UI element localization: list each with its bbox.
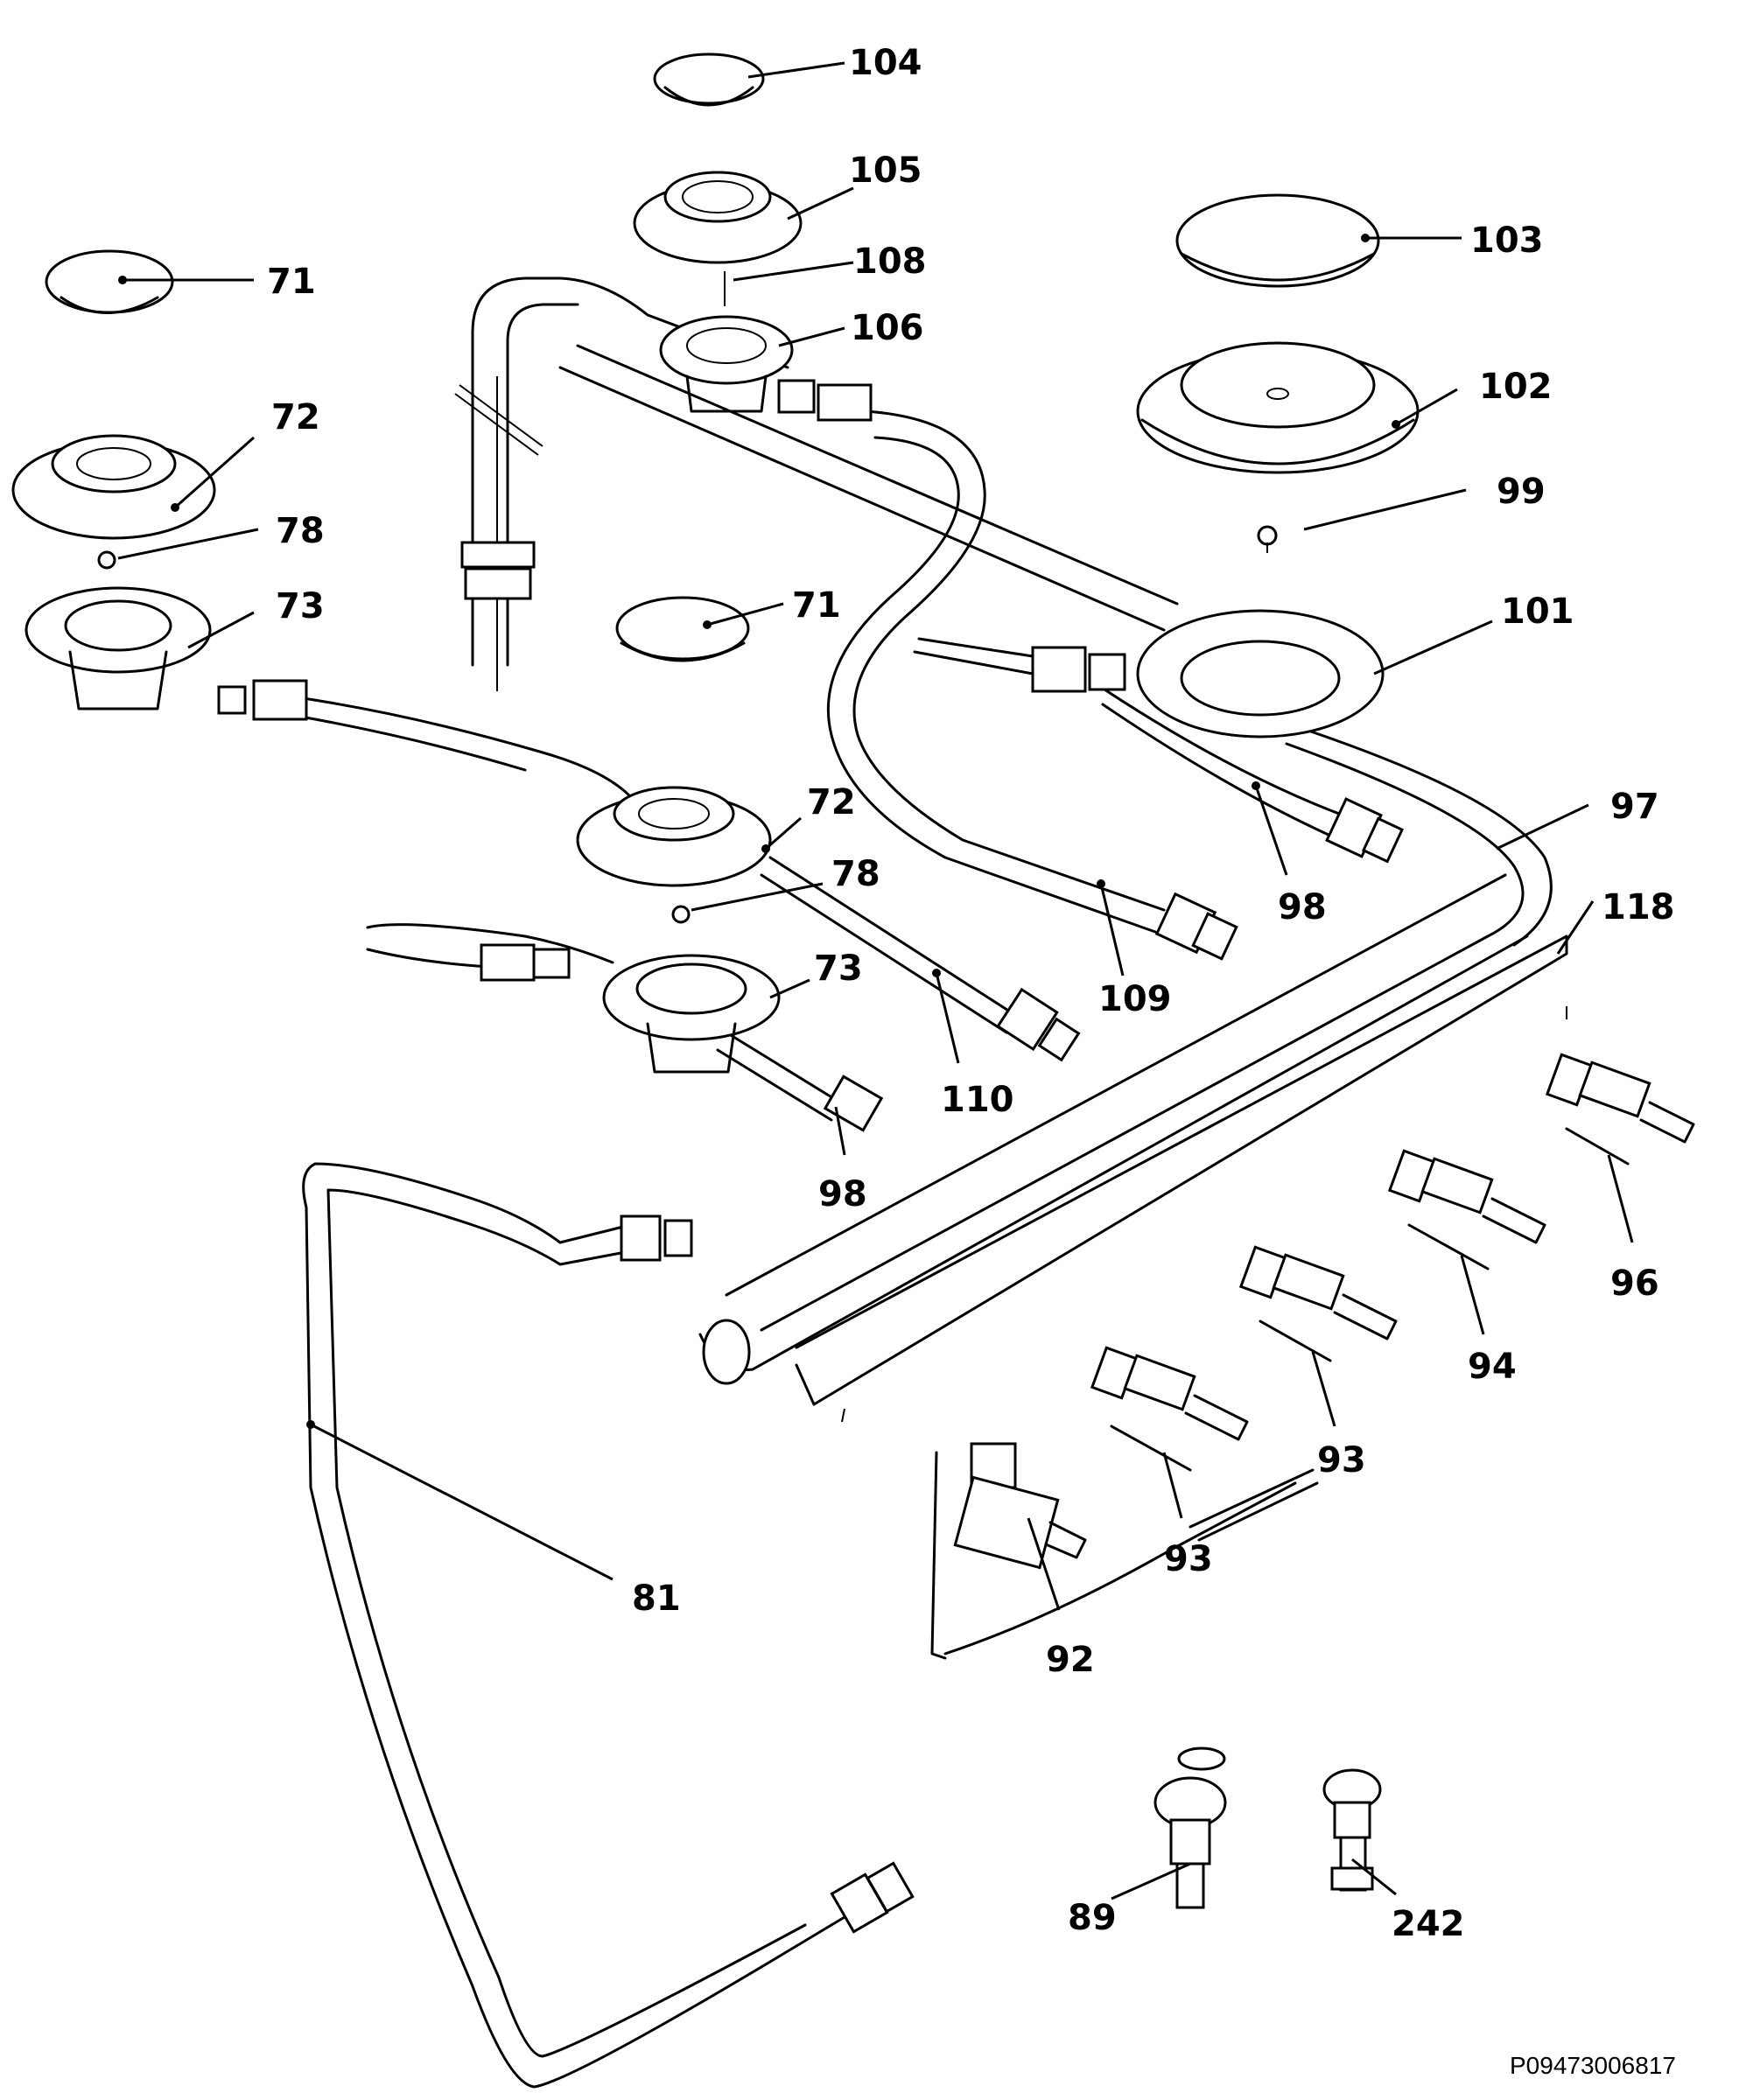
callout-94: 94: [1460, 1255, 1517, 1387]
svg-text:103: 103: [1470, 220, 1544, 261]
callout-101: 101: [1373, 592, 1574, 676]
gas-tubing: [217, 276, 1553, 2089]
gas-tap-93-lower: [1090, 1346, 1249, 1472]
callout-97: 97: [1496, 787, 1659, 850]
svg-text:98: 98: [818, 1174, 867, 1214]
callout-98-lower: 98: [818, 1106, 867, 1214]
callout-93-lower: 93: [1162, 1452, 1213, 1579]
callout-71-center: 71: [703, 585, 841, 629]
callout-73-center: 73: [769, 948, 863, 999]
burner-103-cap: [1175, 193, 1380, 288]
svg-text:104: 104: [849, 43, 922, 83]
callout-118: 118: [1556, 887, 1675, 955]
svg-text:72: 72: [807, 782, 856, 822]
svg-text:106: 106: [851, 308, 924, 348]
svg-text:89: 89: [1068, 1898, 1117, 1938]
svg-text:101: 101: [1501, 592, 1574, 632]
burner-73-base-left: [25, 586, 212, 710]
callout-78-center: 78: [691, 854, 880, 912]
callout-73-left: 73: [187, 586, 325, 649]
callout-109: 109: [1097, 879, 1172, 1019]
svg-text:108: 108: [853, 242, 927, 282]
svg-text:99: 99: [1497, 472, 1546, 512]
svg-text:92: 92: [1046, 1640, 1095, 1680]
svg-text:93: 93: [1164, 1539, 1213, 1579]
burner-106-base: [659, 271, 873, 422]
gas-tap-92-thermostat: [930, 1442, 1319, 1660]
svg-text:98: 98: [1278, 887, 1327, 928]
callout-78-left: 78: [117, 511, 325, 560]
burner-72-crown-left: [11, 434, 216, 540]
callout-98-upper: 98: [1252, 781, 1327, 928]
burner-71-cap-center: [615, 596, 750, 662]
callout-242: 242: [1351, 1858, 1465, 1944]
svg-text:102: 102: [1479, 367, 1553, 407]
callout-72-center: 72: [761, 782, 856, 853]
callout-108: 108: [733, 242, 927, 282]
svg-text:78: 78: [831, 854, 880, 894]
svg-text:71: 71: [267, 262, 316, 302]
svg-text:110: 110: [941, 1080, 1014, 1120]
svg-text:73: 73: [276, 586, 325, 626]
gas-tap-93-upper: [1238, 1245, 1398, 1362]
burner-72-crown-center: [576, 786, 772, 887]
callout-105: 105: [787, 150, 922, 220]
callout-92: 92: [1027, 1517, 1095, 1680]
injector-78-center: [671, 905, 691, 924]
burner-101-base: [913, 609, 1385, 738]
burner-73-base-center: [602, 954, 781, 1074]
svg-text:97: 97: [1610, 787, 1659, 827]
svg-text:118: 118: [1602, 887, 1675, 928]
svg-text:71: 71: [792, 585, 841, 626]
burner-71-cap-left: [45, 249, 174, 314]
svg-text:93: 93: [1317, 1440, 1366, 1480]
burner-102-crown: [1136, 341, 1420, 474]
callout-89: 89: [1068, 1862, 1191, 1938]
manifold-rail: [698, 873, 1568, 1423]
callout-81: 81: [306, 1420, 681, 1619]
burner-104-cap: [653, 52, 765, 107]
gas-tap-94: [1387, 1149, 1546, 1270]
svg-text:105: 105: [849, 150, 922, 191]
callout-104: 104: [747, 43, 922, 83]
svg-text:94: 94: [1468, 1347, 1517, 1387]
svg-text:73: 73: [814, 948, 863, 989]
callout-103: 103: [1361, 220, 1544, 261]
svg-text:78: 78: [276, 511, 325, 551]
burner-105-crown: [633, 171, 803, 264]
drawing-code: P09473006817: [1510, 2052, 1676, 2079]
callout-71-left: 71: [118, 262, 316, 302]
callout-110: 110: [932, 969, 1014, 1120]
callout-99: 99: [1303, 472, 1546, 531]
callout-72-left: 72: [171, 397, 320, 512]
svg-text:72: 72: [271, 397, 320, 438]
svg-text:242: 242: [1392, 1904, 1465, 1944]
injector-78-left: [97, 550, 116, 570]
fitting-89: [1153, 1746, 1227, 1909]
injector-99: [1257, 525, 1278, 553]
callout-93-upper: 93: [1311, 1351, 1366, 1480]
fitting-242: [1322, 1768, 1382, 1892]
svg-text:96: 96: [1610, 1264, 1659, 1304]
callout-102: 102: [1392, 367, 1553, 429]
callout-96: 96: [1607, 1154, 1659, 1304]
svg-text:109: 109: [1098, 979, 1172, 1019]
gas-tap-96: [1545, 1053, 1695, 1166]
svg-text:81: 81: [632, 1578, 681, 1619]
callouts: 104 105 108 106 103 102 99: [117, 43, 1675, 1944]
callout-106: 106: [778, 308, 924, 348]
